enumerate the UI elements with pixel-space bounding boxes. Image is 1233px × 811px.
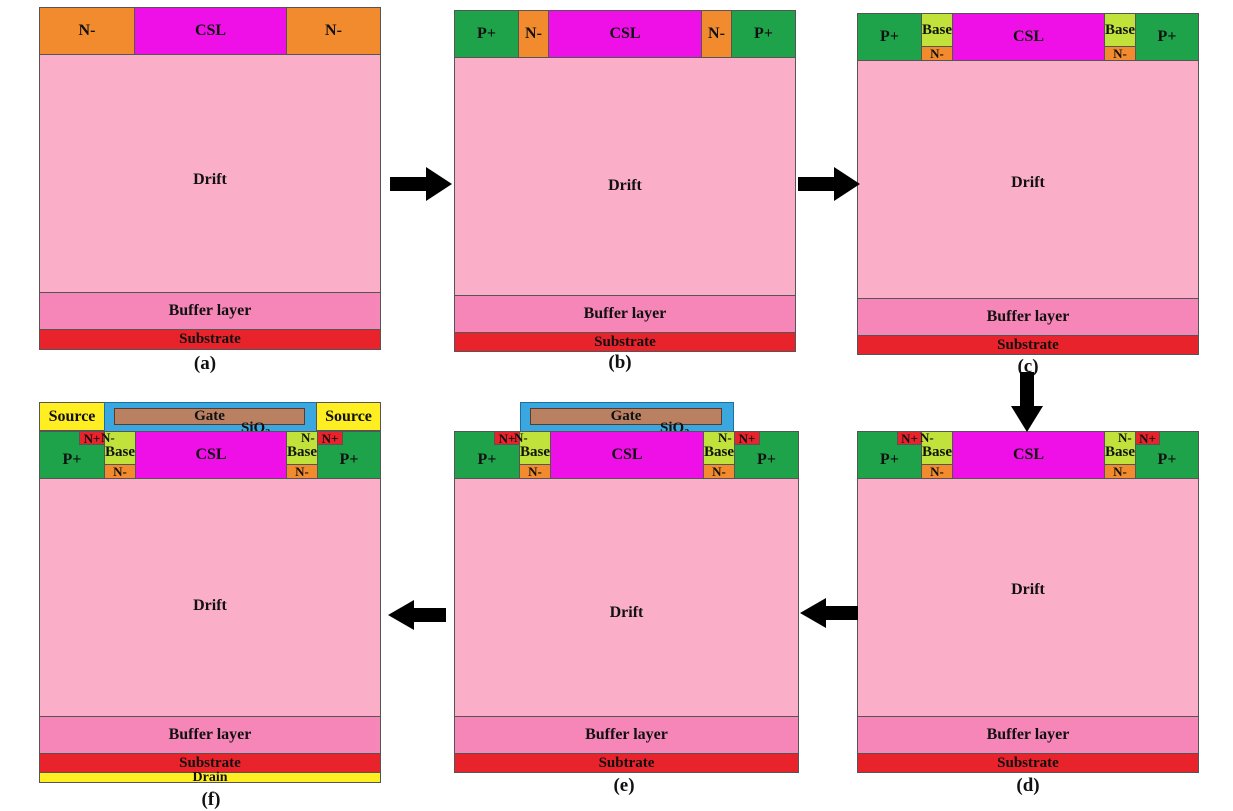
n-plus-right: N+ xyxy=(734,431,760,445)
caption-e: (e) xyxy=(613,775,635,796)
panel-a: N- CSL N- Drift Buffer layer Substrate xyxy=(39,7,381,350)
buffer-layer: Buffer layer xyxy=(39,716,381,754)
drift-region: Drift xyxy=(454,478,799,717)
buffer-layer: Buffer layer xyxy=(857,716,1199,754)
caption-a: (a) xyxy=(193,353,217,374)
p-plus-right: P+ xyxy=(1135,13,1199,61)
base-right: Base xyxy=(703,431,735,465)
buffer-layer: Buffer layer xyxy=(857,298,1199,336)
n-minus-right: N- xyxy=(1104,46,1136,61)
n-minus-right: N- xyxy=(701,10,732,58)
substrate-layer: Substrate xyxy=(857,335,1199,355)
drift-region: Drift xyxy=(454,57,796,296)
n-plus-left: N+ xyxy=(79,431,105,445)
source-contact-right: Source xyxy=(316,402,381,431)
csl-region: CSL xyxy=(135,431,287,479)
arrow-right-a-to-b-shape xyxy=(390,167,452,201)
drain-contact: Drain xyxy=(39,770,381,784)
csl-region: CSL xyxy=(548,10,702,58)
n-minus-left: N- xyxy=(39,7,135,55)
arrow-down-c-to-d-shape xyxy=(1011,372,1043,432)
arrow-down-c-to-d xyxy=(1011,372,1043,432)
p-plus-left: P+ xyxy=(454,10,519,58)
n-minus-right-top: N- xyxy=(301,430,315,445)
arrow-left-e-to-f-shape xyxy=(388,600,446,630)
n-minus-right-top: N- xyxy=(1118,430,1132,445)
base-right: Base xyxy=(1104,13,1136,47)
base-left: Base xyxy=(519,431,551,465)
substrate-layer: Subtrate xyxy=(454,753,799,773)
gate-electrode: Gate xyxy=(114,408,305,425)
gate-electrode: Gate xyxy=(530,408,722,425)
n-minus-right: N- xyxy=(286,464,318,479)
panel-f: Source Gate SiO2 Source P+ N+ Base N- N-… xyxy=(39,402,381,784)
p-plus-left: P+ xyxy=(454,431,520,479)
arrow-left-d-to-e-shape xyxy=(800,598,858,628)
n-minus-right-top: N- xyxy=(718,430,732,445)
drift-region: Drift xyxy=(39,478,381,717)
drift-region: Drift xyxy=(857,60,1199,299)
arrow-left-e-to-f xyxy=(388,600,446,630)
n-minus-left: N- xyxy=(519,464,551,479)
csl-region: CSL xyxy=(550,431,704,479)
n-minus-left: N- xyxy=(518,10,549,58)
panel-d: P+ N+ Base N- N- CSL Base N- N- N+ P+ Dr… xyxy=(857,431,1199,773)
n-minus-left: N- xyxy=(104,464,136,479)
n-minus-left-top: N- xyxy=(920,430,934,445)
caption-c: (c) xyxy=(1017,356,1039,377)
n-minus-right: N- xyxy=(1104,464,1136,479)
substrate-layer: Substrate xyxy=(39,329,381,350)
csl-region: CSL xyxy=(134,7,287,55)
caption-f: (f) xyxy=(201,789,221,810)
n-minus-left: N- xyxy=(921,46,953,61)
n-plus-right: N+ xyxy=(317,431,343,445)
n-plus-left: N+ xyxy=(897,431,922,445)
arrow-right-b-to-c-shape xyxy=(798,167,860,201)
csl-region: CSL xyxy=(952,431,1105,479)
arrow-right-a-to-b xyxy=(390,167,452,201)
panel-c: P+ Base N- CSL Base N- P+ Drift Buffer l… xyxy=(857,13,1199,355)
arrow-right-b-to-c xyxy=(798,167,860,201)
base-left: Base xyxy=(104,431,136,465)
buffer-layer: Buffer layer xyxy=(454,716,799,754)
substrate-layer: Substrate xyxy=(454,332,796,352)
n-plus-right: N+ xyxy=(1135,431,1160,445)
n-minus-left: N- xyxy=(921,464,953,479)
panel-b: P+ N- CSL N- P+ Drift Buffer layer Subst… xyxy=(454,10,796,352)
base-left: Base xyxy=(921,13,953,47)
n-minus-left-top: N- xyxy=(101,430,115,445)
caption-b: (b) xyxy=(608,352,632,373)
n-minus-right: N- xyxy=(286,7,381,55)
n-minus-right: N- xyxy=(703,464,735,479)
n-minus-left-top: N- xyxy=(514,430,528,445)
substrate-layer: Substrate xyxy=(857,753,1199,773)
buffer-layer: Buffer layer xyxy=(39,292,381,330)
p-plus-right: P+ xyxy=(731,10,796,58)
source-contact-left: Source xyxy=(39,402,105,431)
drift-region: Drift xyxy=(39,54,381,293)
caption-d: (d) xyxy=(1016,775,1040,796)
p-plus-left: P+ xyxy=(857,13,922,61)
drift-region: Drift xyxy=(857,478,1199,717)
csl-region: CSL xyxy=(952,13,1105,61)
buffer-layer: Buffer layer xyxy=(454,295,796,333)
n-plus-left: N+ xyxy=(494,431,520,445)
panel-e: Gate SiO2 P+ N+ Base N- N- CSL Base N- N… xyxy=(454,402,799,773)
arrow-left-d-to-e xyxy=(800,598,858,628)
